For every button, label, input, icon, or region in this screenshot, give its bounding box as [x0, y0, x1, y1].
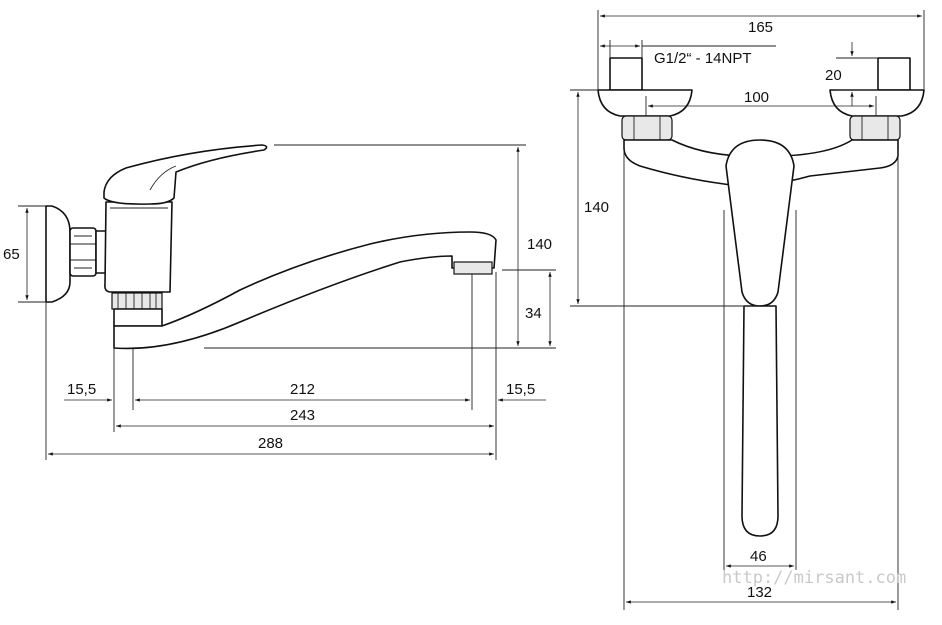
- dim-140-side: 140: [527, 236, 552, 253]
- left-flange-top: [609, 57, 643, 91]
- dim-165: 165: [748, 19, 773, 36]
- mixer-body: [104, 201, 173, 293]
- dim-212: 212: [290, 381, 315, 398]
- left-nut: [621, 115, 673, 141]
- wall-plate: [45, 205, 71, 303]
- lever-handle: [103, 144, 268, 205]
- aerator: [453, 261, 493, 275]
- dim-20: 20: [825, 67, 842, 84]
- dim-243: 243: [290, 407, 315, 424]
- dim-132: 132: [747, 584, 772, 601]
- dim-100: 100: [744, 89, 769, 106]
- spout: [113, 231, 497, 350]
- body-ring: [111, 292, 163, 310]
- front-spout: [741, 305, 779, 537]
- dim-15-5-right: 15,5: [506, 381, 535, 398]
- dim-140-front: 140: [584, 199, 609, 216]
- spout-base: [113, 308, 163, 327]
- front-lever: [725, 139, 795, 307]
- right-wall-plate: [829, 89, 925, 117]
- dim-15-5-left: 15,5: [67, 381, 96, 398]
- dim-288: 288: [258, 435, 283, 452]
- connector-nut: [69, 227, 97, 277]
- right-flange-top: [877, 57, 911, 91]
- watermark: http://mirsant.com: [722, 568, 906, 588]
- left-wall-plate: [597, 89, 693, 117]
- thread-label: G1/2“ - 14NPT: [654, 50, 752, 67]
- dim-46: 46: [750, 548, 767, 565]
- dim-34: 34: [525, 305, 542, 322]
- right-nut: [849, 115, 901, 141]
- dim-65: 65: [3, 246, 20, 263]
- front-view: 165 G1/2“ - 14NPT 20 100 140 46 132: [570, 10, 925, 610]
- side-view: 65 140 34 15,5 212 15,5 243 288: [3, 144, 556, 460]
